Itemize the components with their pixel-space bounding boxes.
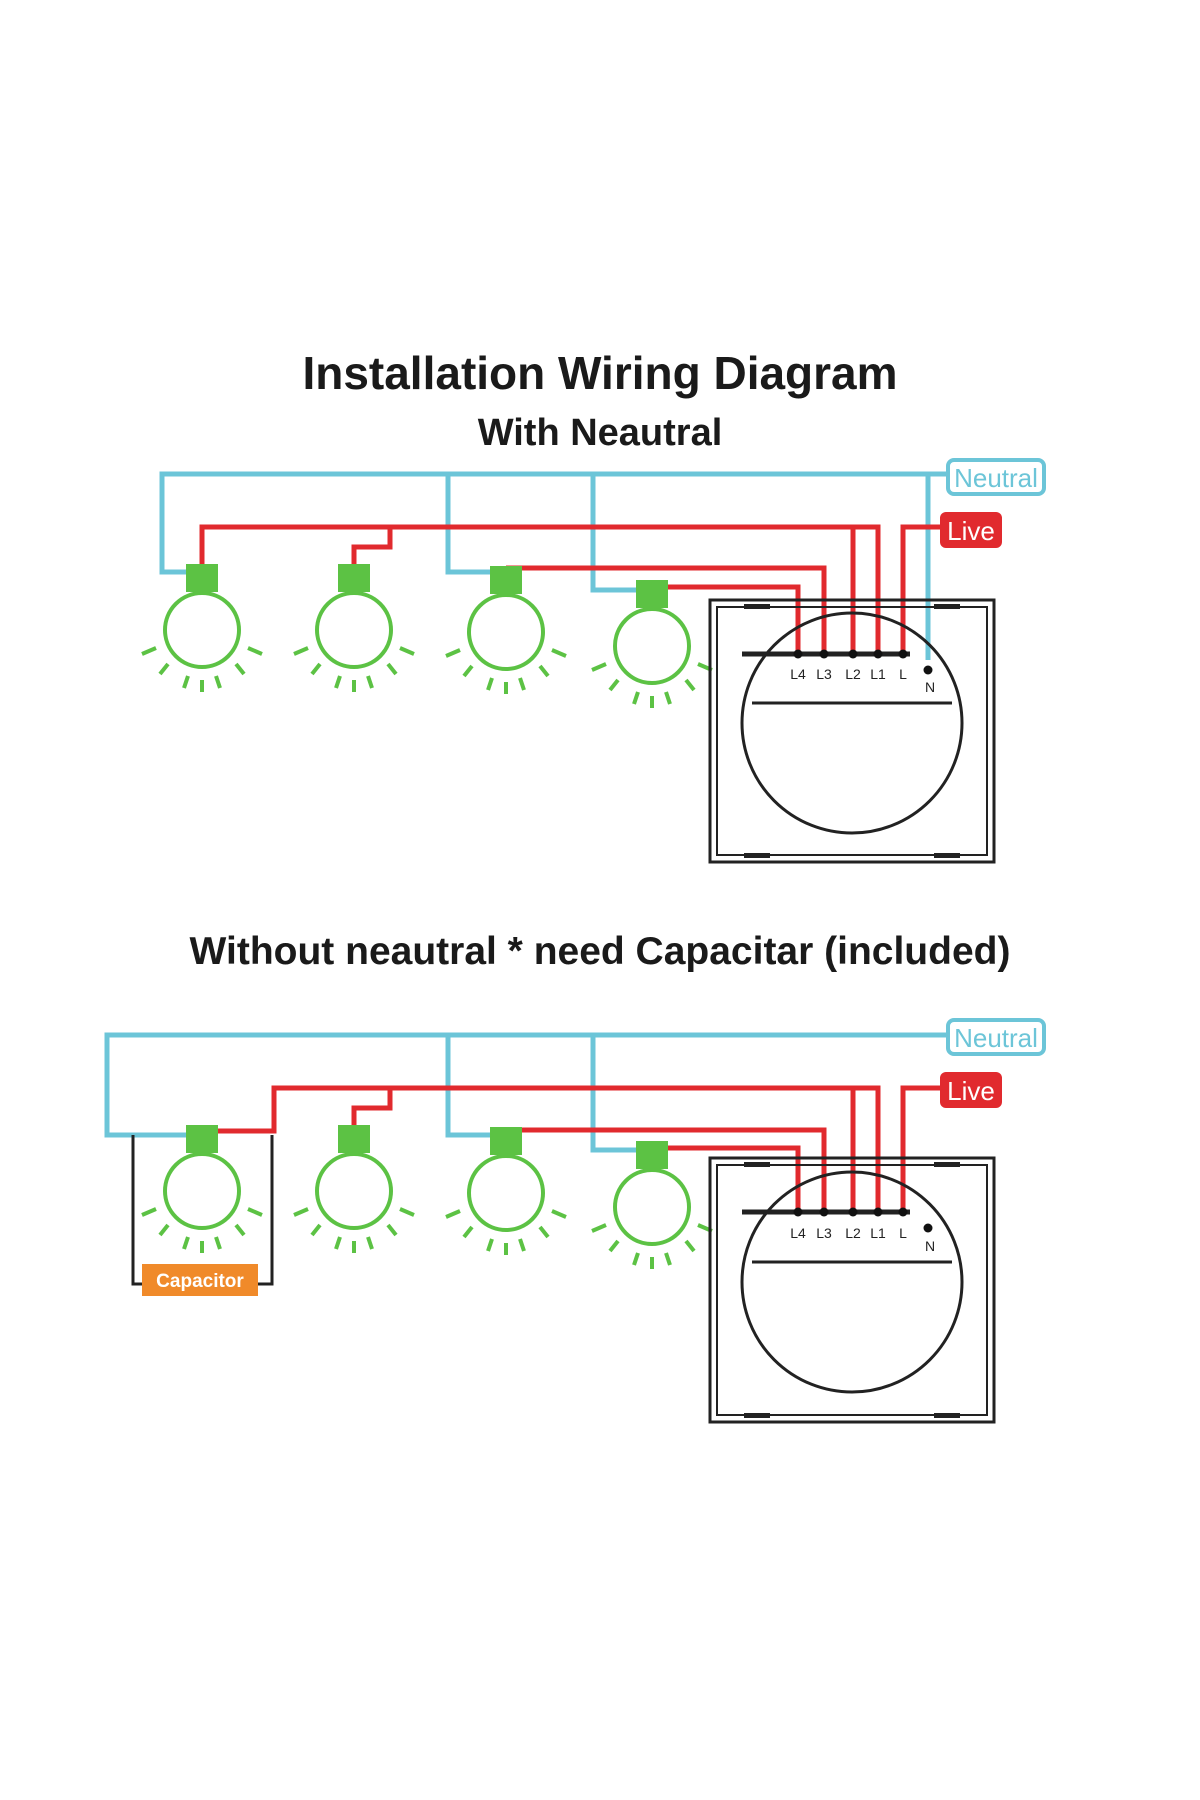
neutral-branch-bulb4 xyxy=(590,474,654,593)
terminal-label-l2: L2 xyxy=(845,666,861,682)
switch-dial xyxy=(740,611,964,835)
bulb-3-cap xyxy=(490,566,522,594)
switch-panel-outer xyxy=(708,598,996,864)
neutral-branch-bulb3-2 xyxy=(445,1035,506,1138)
bulb-1-rays xyxy=(141,646,263,692)
bulb-1 xyxy=(141,564,263,692)
live-wire-l4-2 xyxy=(655,1145,801,1212)
live-label: Live xyxy=(947,516,995,546)
bulb-4-cap xyxy=(636,580,668,608)
live-wire-l2 xyxy=(351,524,856,654)
switch-panel-inner xyxy=(716,606,988,856)
live-wire-supply-2 xyxy=(900,1085,940,1212)
page-title: Installation Wiring Diagram xyxy=(302,347,898,399)
terminal-label-n-2: N xyxy=(925,1238,935,1254)
terminal-label-l2-2: L2 xyxy=(845,1225,861,1241)
live-wire-l3 xyxy=(506,565,827,654)
terminal-label-l4-2: L4 xyxy=(790,1225,806,1241)
switch-panel: L4 L3 L2 L1 L N xyxy=(708,598,996,864)
terminal-label-l: L xyxy=(899,666,907,682)
bulb-2-rays xyxy=(293,646,415,692)
live-wires-2 xyxy=(218,1085,940,1212)
bulb-1-globe xyxy=(163,591,241,669)
live-wire-l4 xyxy=(655,584,801,654)
diagram2-subtitle: Without neautral * need Capacitar (inclu… xyxy=(189,930,1011,973)
terminal-label-l1: L1 xyxy=(870,666,886,682)
capacitor-tag: Capacitor xyxy=(142,1264,258,1296)
wiring-diagram-with-neutral: L4 L3 L2 L1 L N Neutral Live xyxy=(141,458,1046,864)
bulb-4-globe xyxy=(613,607,691,685)
live-tag: Live xyxy=(940,512,1002,548)
terminal-label-l3: L3 xyxy=(816,666,832,682)
live-wires xyxy=(199,524,940,654)
neutral-wires-2 xyxy=(104,1032,948,1153)
bulb-3-2 xyxy=(445,1127,567,1255)
neutral-tag-2: Neutral xyxy=(946,1018,1046,1056)
terminal-label-l3-2: L3 xyxy=(816,1225,832,1241)
bulb-4-rays xyxy=(591,662,713,708)
neutral-main-line xyxy=(159,471,948,575)
live-tag-2: Live xyxy=(940,1072,1002,1108)
bulb-1-cap xyxy=(186,564,218,592)
live-label-2: Live xyxy=(947,1076,995,1106)
neutral-main-line-2 xyxy=(104,1032,948,1138)
terminal-dots xyxy=(793,649,933,675)
live-wire-l2-2 xyxy=(351,1085,856,1212)
neutral-tag: Neutral xyxy=(946,458,1046,496)
bulb-3 xyxy=(445,566,567,694)
bulb-2-2 xyxy=(293,1125,415,1253)
terminal-label-l4: L4 xyxy=(790,666,806,682)
wiring-diagram-without-neutral: L4 L3 L2 L1 L N Neutral Live Capacitor xyxy=(104,1018,1046,1424)
diagram1-subtitle: With Neautral xyxy=(477,412,723,454)
live-wire-supply xyxy=(900,524,940,654)
bulb-2-globe xyxy=(315,591,393,669)
neutral-label-2: Neutral xyxy=(954,1023,1038,1053)
bulb-2-cap xyxy=(338,564,370,592)
switch-panel-2: L4 L3 L2 L1 L N xyxy=(708,1156,996,1424)
bulb-3-rays xyxy=(445,648,567,694)
bulb-1-2 xyxy=(141,1125,263,1253)
neutral-wires xyxy=(159,471,948,660)
terminal-label-l-2: L xyxy=(899,1225,907,1241)
bulb-4-2 xyxy=(591,1141,713,1269)
terminal-label-l1-2: L1 xyxy=(870,1225,886,1241)
neutral-branch-bulb4-2 xyxy=(590,1035,654,1153)
neutral-branch-bulb3 xyxy=(445,474,506,575)
live-wire-l1-2 xyxy=(218,1085,881,1212)
bulb-3-globe xyxy=(467,593,545,671)
bulb-4 xyxy=(591,580,713,708)
bulb-2 xyxy=(293,564,415,692)
neutral-label: Neutral xyxy=(954,463,1038,493)
live-wire-l1 xyxy=(199,524,881,654)
terminal-label-n: N xyxy=(925,679,935,695)
capacitor-label: Capacitor xyxy=(156,1271,244,1292)
